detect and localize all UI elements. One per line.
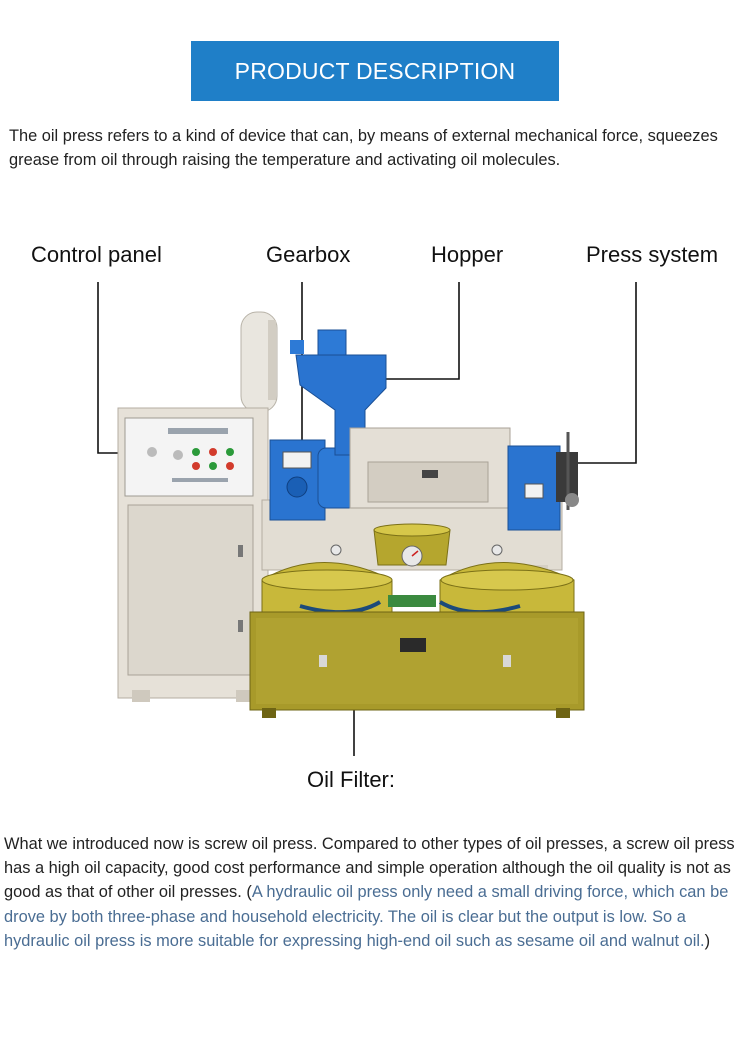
description-note-text: A hydraulic oil press only need a small … [4,883,729,950]
description-paren-close: ) [704,931,711,950]
section-title: PRODUCT DESCRIPTION [234,57,516,84]
label-hopper: Hopper [431,242,504,267]
label-oil-filter: Oil Filter: [307,767,395,792]
filter-tank-left [261,544,393,613]
intro-text: The oil press refers to a kind of device… [9,127,718,169]
section-header-banner: PRODUCT DESCRIPTION [191,41,559,101]
description-main-text: What we introduced now is screw oil pres… [4,835,735,902]
description-paren-open: ( [246,883,252,902]
label-press-system: Press system [586,242,719,267]
oil-bowl [373,523,451,567]
oil-filter-tank [249,611,585,718]
valve-assembly [388,595,436,607]
control-panel-buttons [147,428,234,482]
oil-press-machine-illustration [97,282,637,756]
description-paragraph: What we introduced now is screw oil pres… [4,832,748,953]
callout-line-hopper [380,282,460,380]
gearbox [269,439,364,521]
gauge-icon [491,544,503,556]
press-system-unit [507,432,579,531]
callout-line-press-system [575,282,637,464]
label-gearbox: Gearbox [266,242,351,267]
control-cabinet [117,407,269,702]
filter-tank-right [439,544,575,613]
label-control-panel: Control panel [31,242,162,267]
pulley-wheel [240,311,278,413]
press-barrel [349,427,511,509]
gauge-icon [330,544,342,556]
